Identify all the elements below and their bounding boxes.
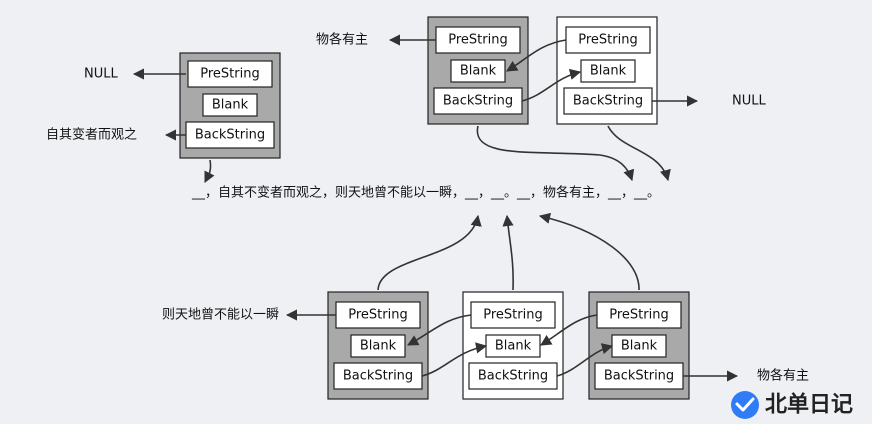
blank-label: Blank bbox=[460, 64, 497, 79]
arrow-pre-to-blank bbox=[506, 39, 567, 72]
blank-field bbox=[450, 59, 506, 83]
backstring-field bbox=[594, 362, 684, 390]
blank-label: Blank bbox=[212, 98, 249, 113]
edges bbox=[132, 34, 739, 382]
node-bottom-left: PreString Blank BackString bbox=[327, 291, 429, 400]
backstring-label: BackString bbox=[478, 369, 548, 384]
arrow-back-to-blank-bm bbox=[421, 342, 488, 377]
arrow-up-middle bbox=[502, 214, 514, 291]
wu-ge-bottom-label: 物各有主 bbox=[757, 368, 809, 384]
blank-label: Blank bbox=[621, 339, 658, 354]
backstring-label: BackString bbox=[343, 369, 413, 384]
zi-qi-label: 自其变者而观之 bbox=[46, 127, 137, 143]
prestring-field bbox=[565, 26, 651, 54]
arrow-back-to-blank-br bbox=[556, 343, 614, 377]
prestring-field bbox=[435, 26, 521, 54]
blank-label: Blank bbox=[495, 339, 532, 354]
fill-in-sentence: __，自其不变者而观之，则天地曾不能以一瞬，__，__。__，物各有主，__，_… bbox=[191, 185, 660, 201]
node-bottom-right: PreString Blank BackString bbox=[588, 291, 690, 400]
arrow-to-sentence-b bbox=[607, 125, 671, 182]
null-left-label: NULL bbox=[84, 67, 118, 82]
arrow-up-left bbox=[377, 214, 482, 291]
ze-tian-label: 则天地曾不能以一瞬 bbox=[162, 308, 279, 323]
prestring-field bbox=[470, 301, 556, 329]
node-top-left: PreString Blank BackString bbox=[179, 52, 281, 159]
check-badge-icon bbox=[731, 391, 759, 419]
backstring-label: BackString bbox=[195, 128, 265, 143]
backstring-label: BackString bbox=[573, 94, 643, 109]
node-bottom-middle: PreString Blank BackString bbox=[462, 291, 564, 400]
backstring-field bbox=[433, 87, 523, 115]
arrow-up-right bbox=[538, 212, 640, 291]
wu-ge-top-label: 物各有主 bbox=[316, 32, 368, 48]
arrow-pre-to-blank-bm bbox=[540, 314, 598, 346]
watermark-text: 北单日记 bbox=[765, 393, 853, 418]
prestring-field bbox=[335, 301, 421, 329]
prestring-label: PreString bbox=[448, 33, 507, 48]
backstring-field bbox=[563, 87, 653, 115]
arrow-pre-to-blank-bl bbox=[407, 314, 472, 346]
node-top-middle: PreString Blank BackString bbox=[427, 16, 529, 125]
arrow-back-to-blank bbox=[521, 68, 582, 102]
prestring-field bbox=[187, 60, 273, 88]
prestring-label: PreString bbox=[200, 67, 259, 82]
blank-field bbox=[350, 334, 406, 358]
blank-label: Blank bbox=[590, 64, 627, 79]
blank-label: Blank bbox=[360, 339, 397, 354]
backstring-label: BackString bbox=[443, 94, 513, 109]
node-top-right: PreString Blank BackString bbox=[556, 16, 658, 125]
prestring-label: PreString bbox=[348, 308, 407, 323]
backstring-field bbox=[185, 121, 275, 149]
backstring-label: BackString bbox=[604, 369, 674, 384]
prestring-label: PreString bbox=[609, 308, 668, 323]
arrow-to-sentence-a bbox=[476, 125, 635, 182]
null-right-label: NULL bbox=[732, 94, 766, 109]
prestring-label: PreString bbox=[483, 308, 542, 323]
prestring-label: PreString bbox=[578, 33, 637, 48]
watermark: 北单日记 bbox=[731, 391, 853, 419]
blank-field bbox=[202, 93, 258, 117]
arrow-to-first-blank bbox=[204, 159, 215, 184]
